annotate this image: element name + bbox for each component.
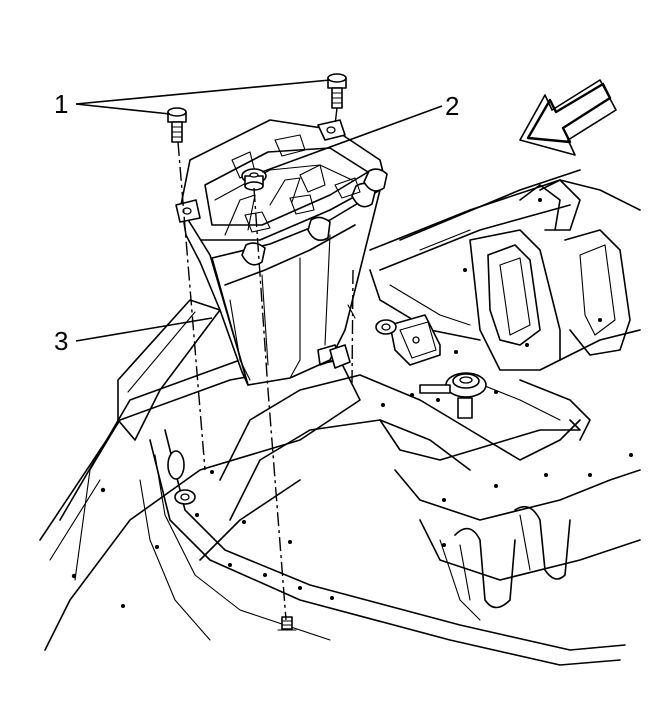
callout-number: 3 [54,326,68,356]
callout-1: 1 [54,79,331,119]
bolt-right [327,73,347,109]
front-direction-arrow-icon [519,79,617,156]
callout-number: 1 [54,89,68,119]
callout-2: 2 [261,91,459,173]
storage-bin [175,119,388,386]
installation-centerlines [177,107,354,621]
bolt-left [167,107,187,143]
callout-number: 2 [445,91,459,121]
vehicle-body-structure [39,169,641,666]
lower-stud [277,616,297,631]
callout-3: 3 [54,317,213,356]
spare-retainer-nut [419,372,487,419]
retainer-nut [241,168,267,191]
